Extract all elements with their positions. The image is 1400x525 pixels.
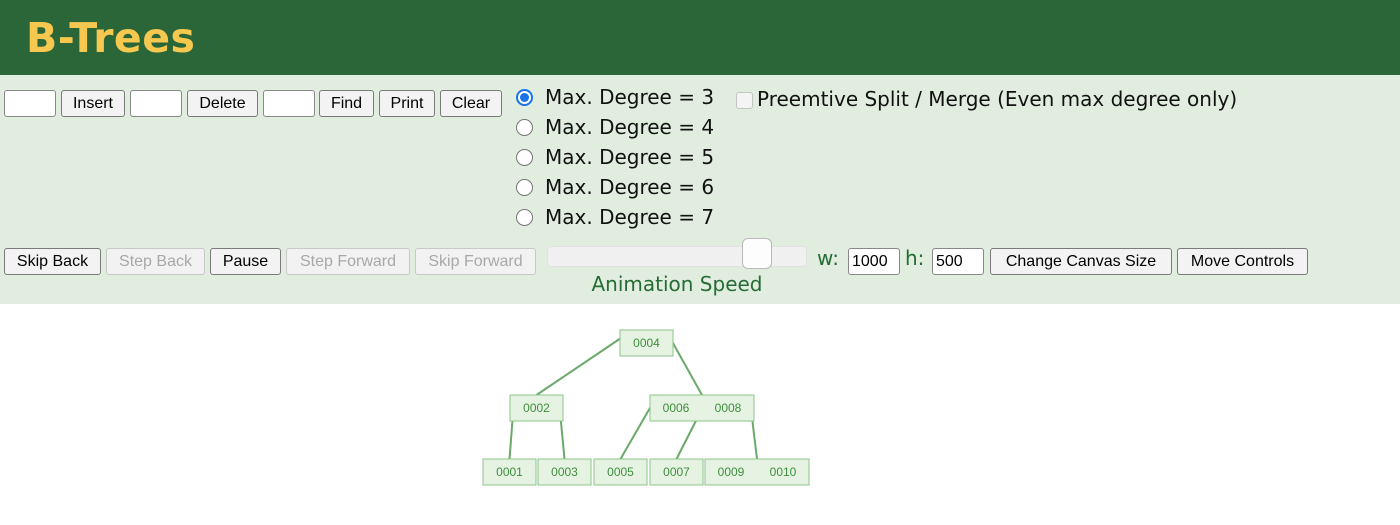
tree-key-label: 0002 — [523, 401, 550, 415]
find-input[interactable] — [263, 90, 315, 117]
tree-edge — [535, 335, 625, 396]
page-header: B-Trees — [0, 0, 1400, 75]
slider-thumb[interactable] — [741, 238, 772, 269]
delete-input[interactable] — [130, 90, 182, 117]
skip-forward-button[interactable]: Skip Forward — [415, 248, 536, 275]
radio-icon[interactable] — [516, 178, 533, 196]
tree-key-label: 0003 — [551, 465, 578, 479]
canvas-height-input[interactable] — [932, 248, 984, 275]
tree-node: 0001 — [482, 458, 537, 486]
insert-button[interactable]: Insert — [61, 90, 125, 117]
tree-key-label: 0007 — [663, 465, 690, 479]
animation-canvas: 0004 0002 0006 0008 0001 0003 0005 0007 0009 0010 — [0, 304, 1400, 525]
step-back-button[interactable]: Step Back — [106, 248, 205, 275]
tree-key-label: 0010 — [770, 465, 797, 479]
tree-node: 0004 — [619, 329, 674, 357]
move-controls-button[interactable]: Move Controls — [1177, 248, 1308, 275]
step-forward-button[interactable]: Step Forward — [286, 248, 410, 275]
height-label: h: — [905, 246, 925, 270]
tree-node-box — [537, 458, 592, 486]
find-button[interactable]: Find — [319, 90, 374, 117]
radio-icon[interactable] — [516, 148, 533, 166]
change-canvas-size-button[interactable]: Change Canvas Size — [990, 248, 1172, 275]
delete-button[interactable]: Delete — [187, 90, 258, 117]
degree-option-label: Max. Degree = 4 — [545, 115, 715, 139]
tree-key-label: 0005 — [607, 465, 634, 479]
tree-node-box — [593, 458, 648, 486]
animation-speed-label: Animation Speed — [591, 272, 763, 296]
tree-key-label: 0009 — [718, 465, 745, 479]
tree-key-label: 0008 — [715, 401, 742, 415]
degree-option-3[interactable]: Max. Degree = 3 — [516, 82, 714, 112]
degree-option-label: Max. Degree = 6 — [545, 175, 715, 199]
tree-node-box — [509, 394, 564, 422]
width-label: w: — [817, 246, 840, 270]
degree-option-label: Max. Degree = 7 — [545, 205, 715, 229]
tree-key-label: 0001 — [496, 465, 523, 479]
tree-node: 0009 0010 — [704, 458, 810, 486]
tree-node: 0005 — [593, 458, 648, 486]
tree-key-label: 0004 — [633, 336, 660, 350]
degree-option-5[interactable]: Max. Degree = 5 — [516, 142, 714, 172]
tree-node: 0003 — [537, 458, 592, 486]
radio-icon[interactable] — [516, 118, 533, 136]
page-title: B-Trees — [26, 14, 196, 62]
canvas-width-input[interactable] — [848, 248, 900, 275]
tree-node-box — [619, 329, 674, 357]
pause-button[interactable]: Pause — [210, 248, 281, 275]
degree-option-label: Max. Degree = 5 — [545, 145, 715, 169]
degree-option-6[interactable]: Max. Degree = 6 — [516, 172, 714, 202]
tree-node-box — [649, 458, 704, 486]
insert-input[interactable] — [4, 90, 56, 117]
print-button[interactable]: Print — [379, 90, 435, 117]
tree-node: 0002 — [509, 394, 564, 422]
degree-option-label: Max. Degree = 3 — [545, 85, 715, 109]
skip-back-button[interactable]: Skip Back — [4, 248, 101, 275]
preemptive-checkbox[interactable] — [736, 92, 753, 109]
clear-button[interactable]: Clear — [440, 90, 502, 117]
radio-icon[interactable] — [516, 88, 533, 106]
tree-edge — [619, 400, 655, 460]
tree-key-label: 0006 — [663, 401, 690, 415]
preemptive-label: Preemtive Split / Merge (Even max degree… — [757, 87, 1238, 111]
tree-node-box — [482, 458, 537, 486]
tree-node-box — [649, 394, 755, 422]
degree-option-7[interactable]: Max. Degree = 7 — [516, 202, 714, 232]
btree-diagram: 0004 0002 0006 0008 0001 0003 0005 0007 0009 0010 — [482, 329, 810, 486]
degree-option-4[interactable]: Max. Degree = 4 — [516, 112, 714, 142]
tree-edge — [668, 335, 703, 396]
tree-node-box — [704, 458, 810, 486]
tree-node: 0007 — [649, 458, 704, 486]
tree-node: 0006 0008 — [649, 394, 755, 422]
radio-icon[interactable] — [516, 208, 533, 226]
